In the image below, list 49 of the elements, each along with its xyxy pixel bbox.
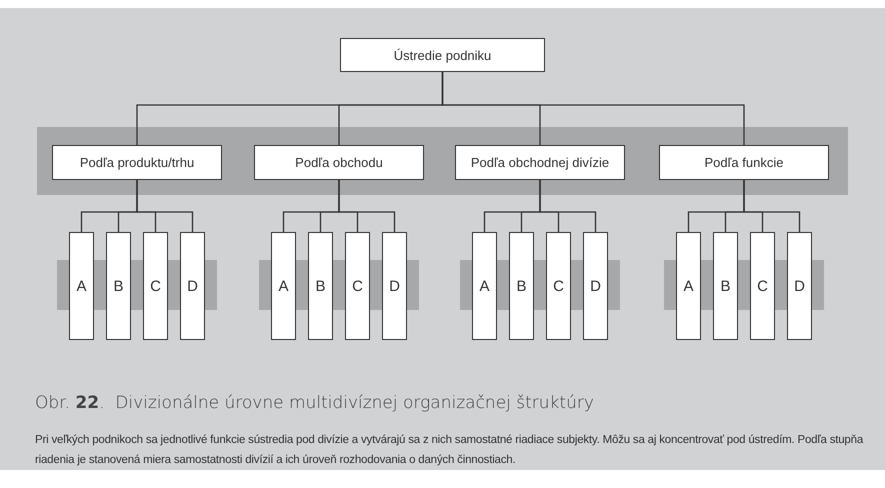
- box-label: D: [590, 278, 601, 294]
- box-label: C: [352, 278, 363, 294]
- org-box: [455, 145, 625, 180]
- org-box: [345, 232, 370, 340]
- connector-line: [539, 180, 596, 232]
- box-label: B: [516, 278, 526, 294]
- connector-line: [442, 72, 745, 145]
- box-label: Podľa obchodu: [295, 155, 383, 170]
- box-label: B: [720, 278, 730, 294]
- box-label: A: [76, 278, 86, 294]
- box-label: B: [315, 278, 326, 294]
- org-box: [472, 232, 497, 340]
- box-label: A: [683, 278, 694, 294]
- connector-line: [743, 180, 800, 232]
- box-label: A: [479, 278, 490, 294]
- connector-line: [338, 180, 396, 232]
- box-label: A: [278, 278, 288, 294]
- org-box: [271, 232, 296, 340]
- org-box: [52, 145, 222, 180]
- org-box: [180, 232, 205, 340]
- org-box: [69, 232, 94, 340]
- box-label: C: [757, 278, 768, 294]
- box-label: C: [553, 278, 564, 294]
- org-box: [106, 232, 131, 340]
- org-box: [143, 232, 168, 340]
- org-box: [787, 232, 812, 340]
- org-box: [308, 232, 333, 340]
- box-label: Podľa produktu/trhu: [80, 155, 194, 170]
- org-box: [676, 232, 701, 340]
- box-label: D: [187, 278, 198, 294]
- figure-caption: Obr. 22. Divizionálne úrovne multidivíznej organizačnej štruktúry: [35, 393, 594, 413]
- org-box: [750, 232, 775, 340]
- org-box: [382, 232, 407, 340]
- box-label: Podľa funkcie: [704, 155, 784, 170]
- org-box: [546, 232, 571, 340]
- box-label: Ústredie podniku: [394, 48, 492, 62]
- org-box: [713, 232, 738, 340]
- org-box: [340, 38, 545, 72]
- box-label: C: [150, 278, 161, 294]
- org-box: [659, 145, 829, 180]
- box-label: D: [389, 278, 400, 294]
- connector-line: [136, 180, 194, 232]
- org-box: [254, 145, 424, 180]
- box-label: Podľa obchodnej divízie: [470, 155, 610, 170]
- description-text: Pri veľkých podnikoch sa jednotlivé funkcie sústredia pod divízie a vytvárajú sa z nich samostatné riadiace subjekty. Môžu sa aj koncentrovať pod ústredím. Podľa stupňa riadenia je stanovená miera samostatnosti divízií a ich úroveň rozhodovania o daných činnostiach.: [35, 433, 864, 468]
- box-label: B: [113, 278, 124, 294]
- org-box: [583, 232, 608, 340]
- box-label: D: [794, 278, 805, 294]
- org-box: [509, 232, 534, 340]
